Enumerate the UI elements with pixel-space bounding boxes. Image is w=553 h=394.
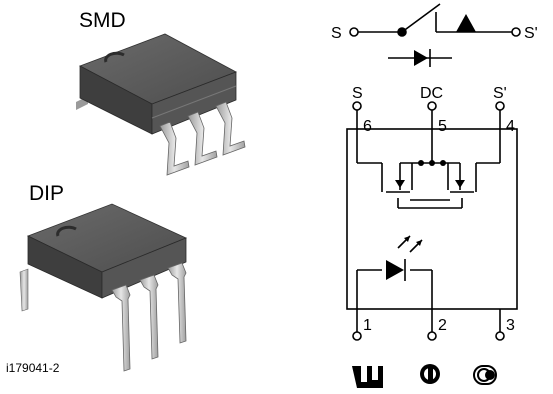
terminal-s-prime-circle bbox=[511, 27, 521, 37]
figure-id: i179041-2 bbox=[6, 361, 60, 375]
switch-terminal-s: S bbox=[331, 25, 342, 42]
led-diode-icon bbox=[386, 260, 404, 280]
diode-triangle-icon bbox=[414, 50, 428, 66]
pin-number-3: 3 bbox=[506, 317, 515, 334]
pin-number-5: 5 bbox=[438, 118, 447, 135]
dip-chip-illustration bbox=[19, 203, 188, 372]
pin-name-6: S bbox=[352, 85, 363, 102]
pin-number-1: 1 bbox=[363, 317, 372, 334]
pin-number-6: 6 bbox=[363, 118, 372, 135]
pin-name-5: DC bbox=[420, 85, 443, 102]
switch-blade bbox=[401, 3, 441, 33]
schematic-diagram bbox=[346, 101, 518, 341]
ul-recognized-icon bbox=[352, 366, 383, 388]
triangle-arrow-icon bbox=[456, 14, 476, 32]
pin-number-4: 4 bbox=[506, 118, 515, 135]
switch-terminal-s-prime: S' bbox=[524, 25, 538, 42]
fimko-icon bbox=[473, 365, 497, 385]
smd-chip-illustration bbox=[76, 33, 246, 176]
pin-number-2: 2 bbox=[438, 317, 447, 334]
dip-package-label: DIP bbox=[29, 182, 65, 205]
csa-icon bbox=[420, 364, 440, 384]
pin-name-4: S' bbox=[493, 85, 507, 102]
switch-symbol bbox=[349, 3, 521, 67]
smd-package-label: SMD bbox=[79, 9, 126, 32]
terminal-s-circle bbox=[349, 27, 359, 37]
